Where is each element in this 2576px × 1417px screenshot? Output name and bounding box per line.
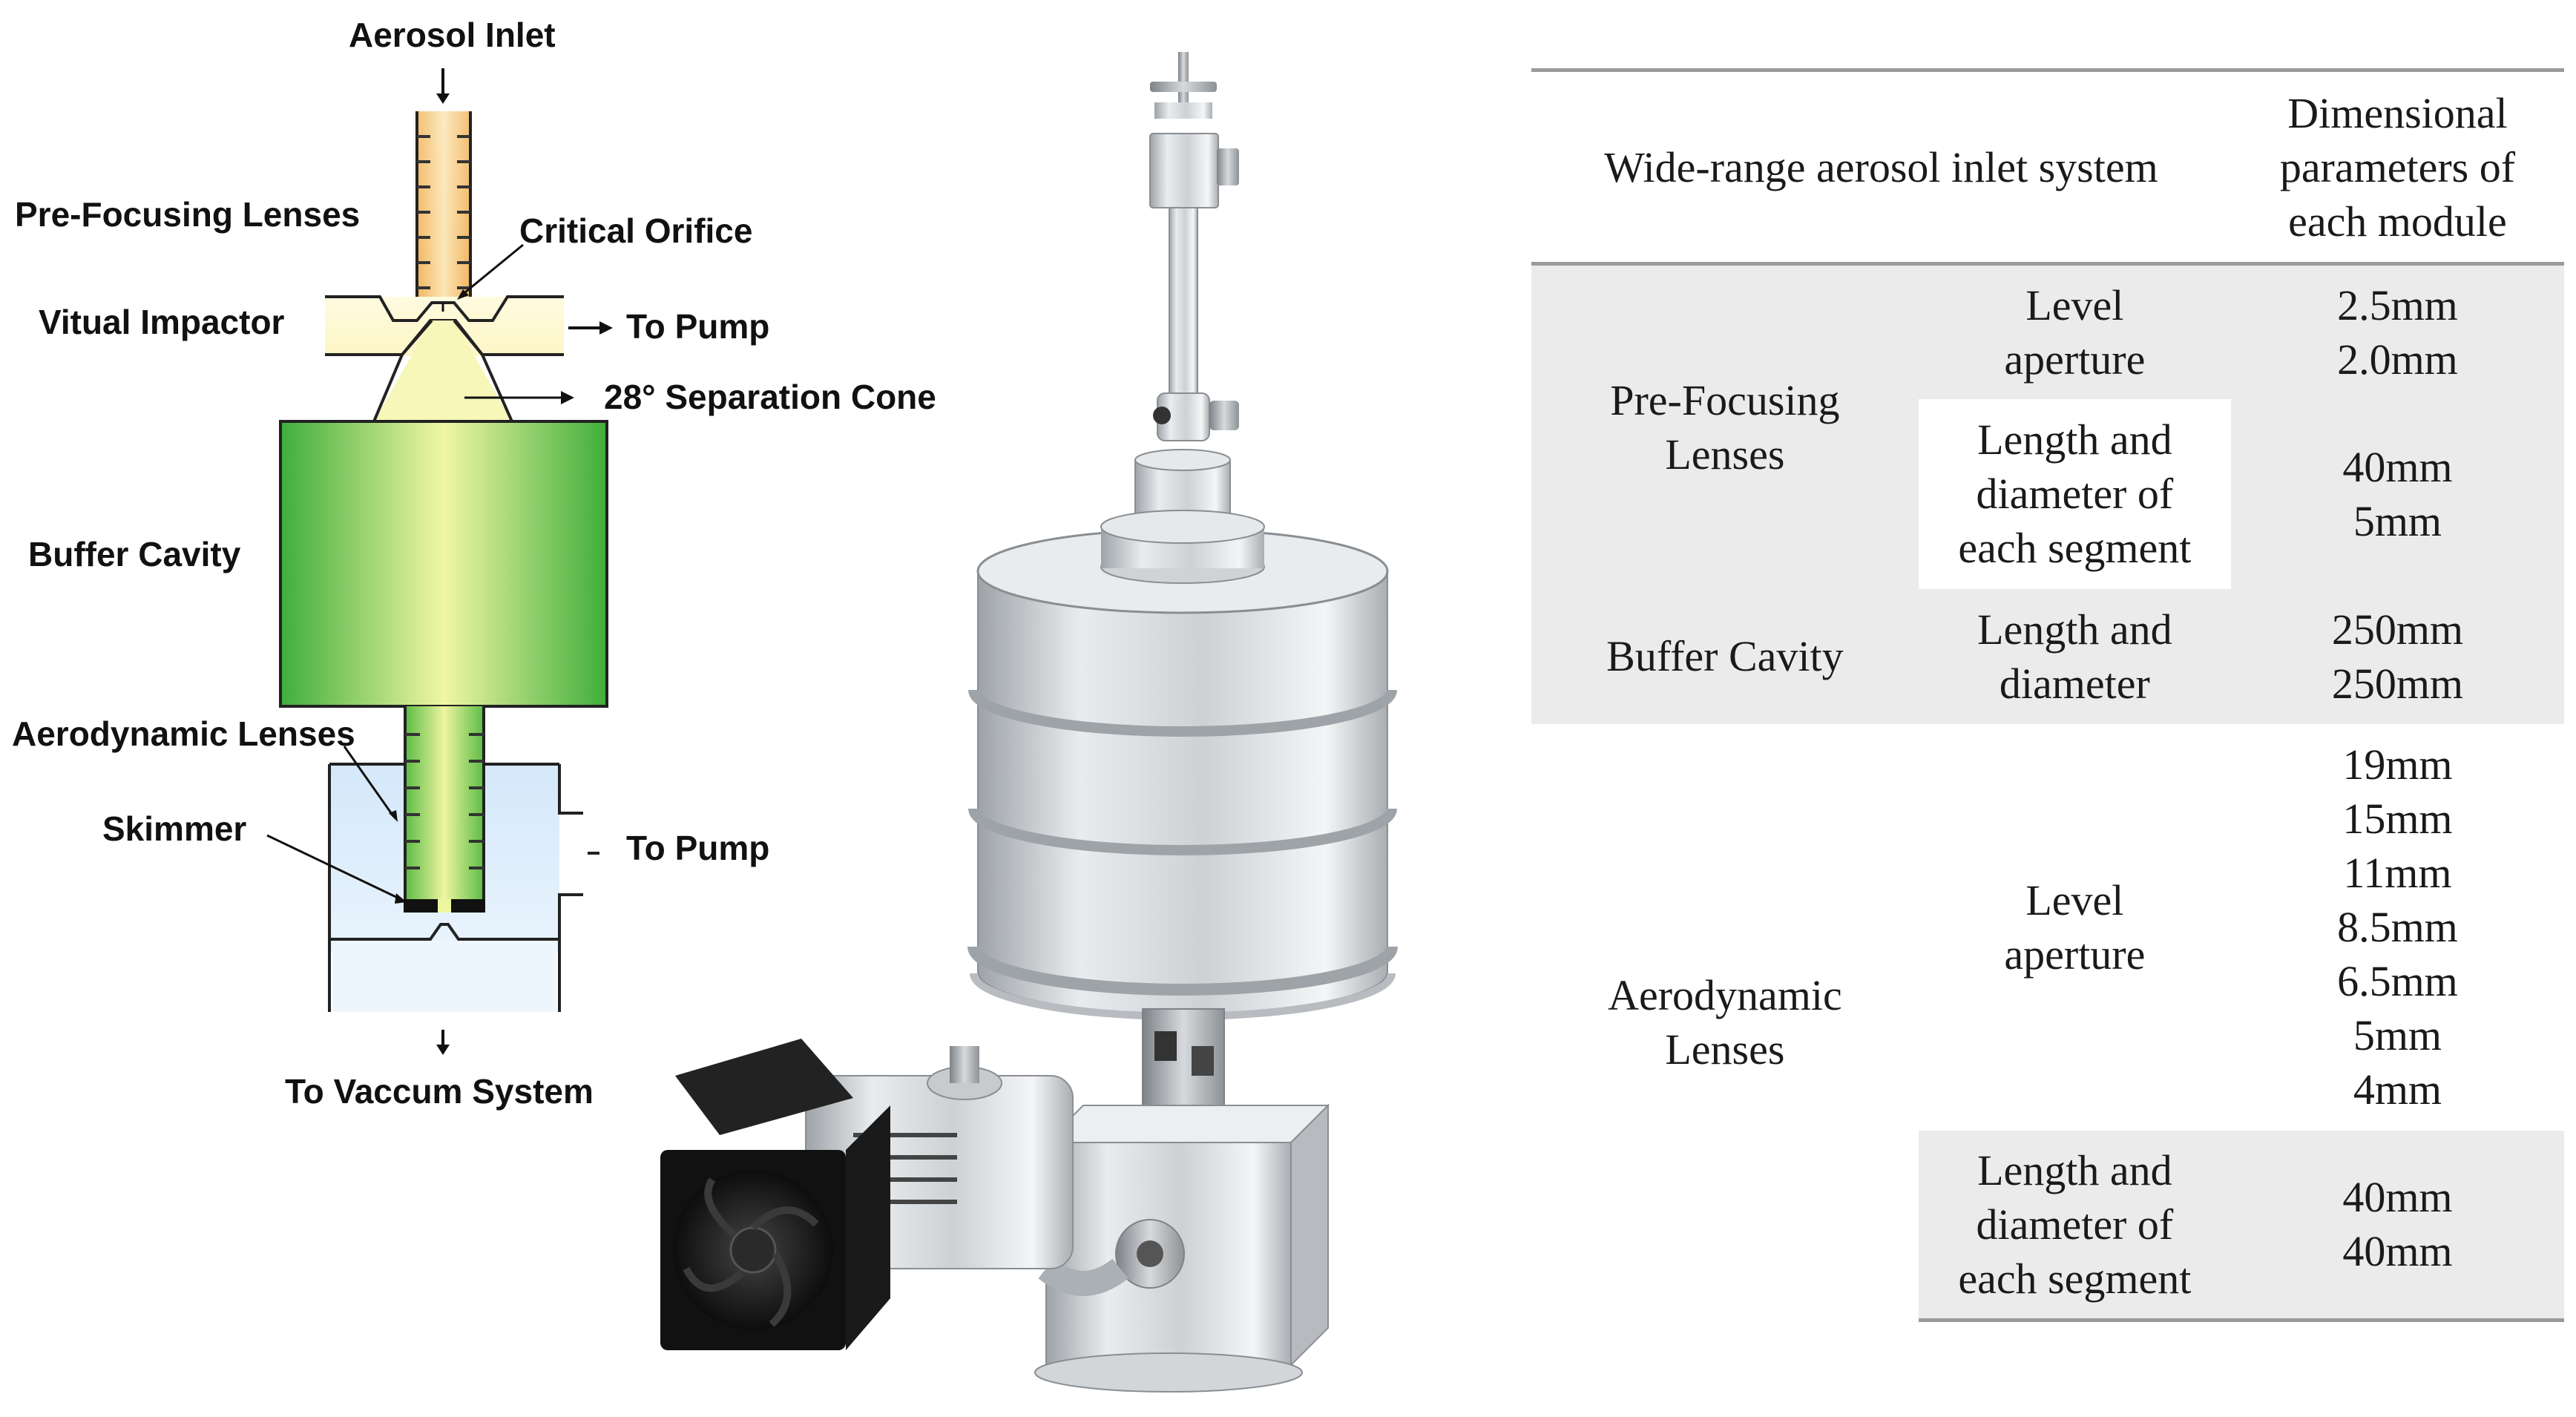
label-aerodynamic-lenses: Aerodynamic Lenses xyxy=(12,714,355,753)
table-row: Aerodynamic Lenses Level aperture 19mm 1… xyxy=(1531,724,2564,1131)
label-skimmer: Skimmer xyxy=(102,809,247,848)
separation-cone xyxy=(372,319,513,422)
value-line: 5mm xyxy=(2353,496,2442,545)
label-to-vacuum-system: To Vaccum System xyxy=(285,1072,594,1111)
value-line: 5mm xyxy=(2353,1011,2442,1059)
label-aerosol-inlet: Aerosol Inlet xyxy=(349,16,556,54)
module-name-line: Pre-Focusing xyxy=(1610,375,1840,424)
header-params-line: each module xyxy=(2288,197,2507,246)
module-name-line: Lenses xyxy=(1665,1025,1785,1074)
value-line: 8.5mm xyxy=(2337,903,2458,951)
header-params: Dimensional parameters of each module xyxy=(2230,68,2564,266)
table-row: Pre-Focusing Lenses Level aperture 2.5mm… xyxy=(1531,263,2564,589)
value-line: 40mm xyxy=(2342,442,2453,491)
value-line: 40mm xyxy=(2342,1173,2453,1222)
module-name-line: Lenses xyxy=(1665,430,1785,479)
label-virtual-impactor: Vitual Impactor xyxy=(39,303,285,341)
module-cell: Pre-Focusing Lenses xyxy=(1531,263,1919,589)
param-cell: Length and diameter of each segment xyxy=(1918,1130,2231,1322)
param-line: aperture xyxy=(2004,335,2146,384)
module-name-line: Aerodynamic xyxy=(1608,970,1842,1019)
param-cell: Length and diameter of each segment xyxy=(1919,399,2231,589)
value-line: 15mm xyxy=(2342,795,2453,843)
header-params-line: parameters of xyxy=(2279,142,2516,191)
param-line: Level xyxy=(2025,875,2124,924)
value-cell: 2.5mm 2.0mm xyxy=(2230,263,2564,399)
table-row: Length and diameter of each segment 40mm… xyxy=(1531,1130,2564,1322)
param-cell: Level aperture xyxy=(1919,724,2231,1131)
aerodynamic-lens-tube xyxy=(404,706,485,913)
param-line: Level xyxy=(2025,280,2124,329)
value-cell: 40mm 5mm xyxy=(2230,398,2564,589)
label-to-pump-top: To Pump xyxy=(626,307,770,346)
parameter-table: Wide-range aerosol inlet system Dimensio… xyxy=(1531,68,2564,1322)
label-separation-cone: 28° Separation Cone xyxy=(604,378,936,416)
inlet-render xyxy=(660,52,1398,1393)
param-line: aperture xyxy=(2004,930,2146,979)
param-line: each segment xyxy=(1958,524,2192,572)
value-cell: 19mm 15mm 11mm 8.5mm 6.5mm 5mm 4mm xyxy=(2231,724,2564,1131)
param-line: Length and xyxy=(1977,1145,2172,1194)
table-row: Buffer Cavity Length and diameter 250mm … xyxy=(1531,588,2564,724)
value-line: 6.5mm xyxy=(2337,957,2458,1005)
value-line: 19mm xyxy=(2342,740,2453,789)
value-line: 40mm xyxy=(2342,1227,2453,1276)
inlet-schematic xyxy=(266,68,613,1055)
module-cell: Aerodynamic Lenses xyxy=(1531,724,1919,1321)
param-line: Length and xyxy=(1977,605,2172,654)
param-line: diameter xyxy=(1999,659,2150,708)
table-header-row: Wide-range aerosol inlet system Dimensio… xyxy=(1531,68,2564,266)
header-system-text: Wide-range aerosol inlet system xyxy=(1604,142,2158,191)
value-line: 2.5mm xyxy=(2337,280,2458,329)
value-line: 4mm xyxy=(2353,1065,2442,1114)
label-buffer-cavity: Buffer Cavity xyxy=(28,535,241,573)
label-to-pump-bottom: To Pump xyxy=(626,829,770,867)
header-params-line: Dimensional xyxy=(2287,88,2508,137)
value-cell: 40mm 40mm xyxy=(2230,1130,2564,1322)
value-line: 250mm xyxy=(2331,605,2464,654)
header-system: Wide-range aerosol inlet system xyxy=(1531,68,2231,266)
param-line: diameter of xyxy=(1976,1200,2174,1249)
value-line: 11mm xyxy=(2343,849,2452,897)
module-name-line: Buffer Cavity xyxy=(1606,632,1844,680)
param-cell: Level aperture xyxy=(1918,263,2231,399)
label-critical-orifice: Critical Orifice xyxy=(519,211,753,250)
value-line: 2.0mm xyxy=(2337,335,2458,384)
param-line: diameter of xyxy=(1976,470,2174,518)
pre-focusing-tube xyxy=(415,111,472,306)
value-cell: 250mm 250mm xyxy=(2230,588,2564,724)
value-line: 250mm xyxy=(2331,659,2464,708)
param-cell: Length and diameter xyxy=(1918,588,2231,724)
param-line: each segment xyxy=(1958,1254,2192,1303)
label-pre-focusing-lenses: Pre-Focusing Lenses xyxy=(15,195,361,234)
table-row: Length and diameter of each segment 40mm… xyxy=(1531,398,2564,589)
buffer-cavity xyxy=(279,420,608,708)
param-line: Length and xyxy=(1977,415,2172,464)
module-cell: Buffer Cavity xyxy=(1531,588,1919,724)
